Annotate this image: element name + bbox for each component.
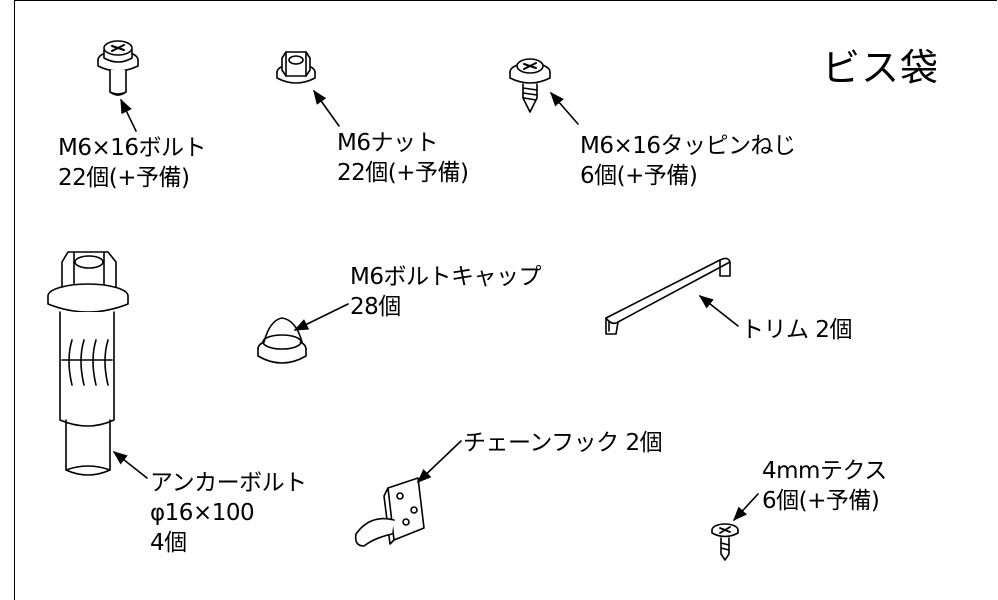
bolt-cap-name: M6ボルトキャップ	[350, 264, 541, 290]
tapping-screw-qty: 6個(+予備)	[580, 163, 698, 189]
bolt-cap-qty: 28個	[350, 294, 401, 320]
tex-screw-qty: 6個(+予備)	[762, 488, 880, 514]
bolt-label: M6×16ボルト 22個(+予備)	[58, 133, 207, 193]
anchor-bolt-leader	[112, 451, 148, 479]
bag-title: ビス袋	[822, 46, 940, 90]
trim-name-qty: トリム 2個	[741, 317, 852, 343]
nut-leader	[313, 89, 340, 127]
chain-hook-figure	[354, 477, 425, 547]
bolt-cap-leader	[293, 303, 349, 331]
nut-figure	[276, 51, 316, 84]
tex-screw-leader	[733, 493, 759, 522]
nut-qty: 22個(+予備)	[337, 160, 469, 186]
anchor-bolt-qty: 4個	[150, 530, 187, 556]
nut-label: M6ナット 22個(+予備)	[337, 128, 469, 188]
bolt-figure	[97, 40, 139, 96]
tex-screw-name: 4mmテクス	[762, 458, 887, 484]
anchor-bolt-figure	[47, 251, 129, 476]
tapping-screw-label: M6×16タッピンねじ 6個(+予備)	[580, 131, 796, 191]
tapping-screw-name: M6×16タッピンねじ	[580, 133, 796, 159]
chain-hook-name-qty: チェーンフック 2個	[463, 430, 663, 456]
trim-figure	[605, 257, 731, 335]
tapping-screw-leader	[550, 91, 579, 125]
tex-screw-label: 4mmテクス 6個(+予備)	[762, 456, 887, 516]
nut-name: M6ナット	[337, 130, 438, 156]
anchor-bolt-name: アンカーボルト	[150, 470, 307, 496]
bolt-name: M6×16ボルト	[58, 135, 207, 161]
bolt-qty: 22個(+予備)	[58, 165, 190, 191]
tapping-screw-figure	[509, 58, 551, 113]
bolt-cap-figure	[257, 317, 307, 364]
anchor-bolt-label: アンカーボルト φ16×100 4個	[150, 468, 307, 558]
chain-hook-leader	[416, 440, 462, 483]
tex-screw-figure	[711, 523, 739, 561]
chain-hook-label: チェーンフック 2個	[463, 428, 663, 458]
bolt-leader	[120, 98, 137, 132]
sheet-frame	[14, 0, 997, 600]
trim-label: トリム 2個	[741, 315, 852, 345]
bolt-cap-label: M6ボルトキャップ 28個	[350, 262, 541, 322]
anchor-bolt-size: φ16×100	[150, 500, 255, 526]
trim-leader	[698, 295, 739, 327]
